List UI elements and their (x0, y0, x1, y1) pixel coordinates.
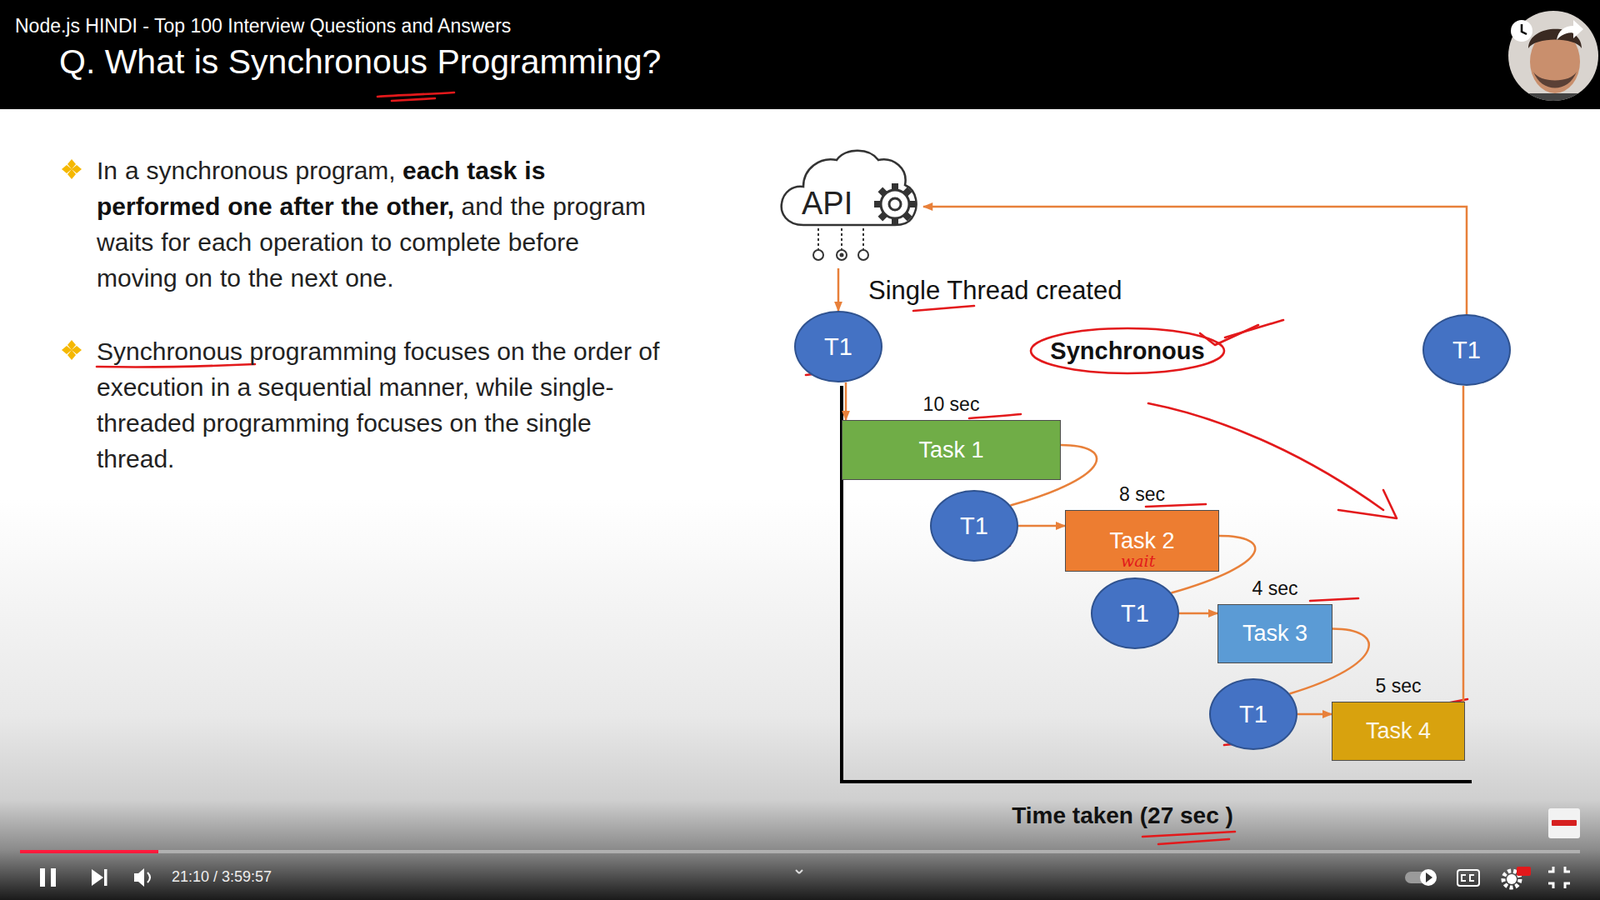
captions-icon (1457, 870, 1480, 886)
thread-label: T1 (1120, 600, 1150, 628)
thread-circle: T1 (930, 490, 1019, 562)
slide-title: Q. What is Synchronous Programming? (59, 41, 661, 83)
bullet-text: Synchronous programming focuses on the o… (96, 333, 664, 477)
api-pin (840, 228, 843, 250)
thread-label: T1 (1239, 700, 1268, 729)
gear-hub (889, 198, 901, 210)
api-pin (862, 228, 865, 250)
total-time: Time taken (27 sec ) (1011, 801, 1234, 830)
presenter-avatar (1508, 10, 1599, 110)
volume-icon (134, 868, 150, 887)
task-box: Task 28 sec (1065, 510, 1220, 572)
flow-connector (1018, 525, 1065, 528)
subscribe-watermark (1548, 808, 1580, 839)
pause-icon (40, 868, 56, 887)
duration-label: 10 sec (923, 394, 980, 415)
task-box: Task 110 sec (841, 420, 1061, 480)
bullet-symbol (61, 340, 82, 360)
progress-played (20, 850, 159, 854)
task-box: Task 45 sec (1331, 701, 1465, 761)
share-icon (1556, 20, 1584, 40)
autoplay-toggle (1405, 869, 1437, 886)
duration-label: 8 sec (1119, 484, 1165, 505)
thread-circle: T1 (1209, 678, 1298, 750)
thread-circle: T1 (1422, 314, 1511, 386)
flow-connector (1462, 385, 1465, 702)
gear-body (880, 190, 910, 219)
mode-label: Synchronous (1050, 336, 1205, 366)
duration-label: 5 sec (1375, 675, 1422, 696)
thread-label: T1 (960, 512, 989, 540)
settings-icon (1503, 866, 1531, 888)
next-icon (91, 869, 108, 886)
chevron-icon (795, 870, 803, 874)
video-title: Node.js HINDI - Top 100 Interview Questi… (15, 15, 511, 39)
thread-caption: Single Thread created (868, 275, 1122, 306)
api-pin-dot (840, 253, 845, 258)
api-pin-end (813, 250, 824, 260)
bullet-text-bold: each task is performed one after the oth… (96, 156, 545, 220)
api-pin-end (836, 250, 847, 260)
flow-connector (1179, 612, 1218, 615)
gear-icon (874, 183, 916, 225)
task-box: Task 34 sec (1217, 604, 1333, 664)
api-cloud: API (778, 148, 922, 265)
fullscreen-exit-icon (1548, 866, 1570, 889)
bullet-text: and the program waits for each operation… (96, 192, 646, 292)
video-time: 21:10 / 3:59:57 (171, 868, 272, 887)
bullet-paragraph: In a synchronous program,each task is pe… (96, 152, 664, 296)
cloud-outline (781, 150, 917, 225)
flow-connector (923, 206, 1467, 315)
task-label: Task 3 (1242, 620, 1308, 647)
flow-connector (845, 382, 848, 420)
duration-label: 4 sec (1252, 578, 1299, 599)
bullet-text: In a synchronous program, (96, 156, 396, 185)
flow-connector (1297, 713, 1332, 716)
thread-label: T1 (1452, 336, 1481, 365)
hand-annotation (96, 92, 1468, 845)
thread-circle: T1 (794, 310, 883, 383)
task-label: Task 1 (918, 437, 984, 464)
task-label: Task 2 (1109, 528, 1175, 555)
time-axis (841, 385, 1472, 782)
bullet-symbol (61, 159, 82, 180)
progress-track (20, 850, 1580, 854)
watch-later-icon (1510, 20, 1533, 42)
api-pin (817, 228, 820, 250)
task-label: Task 4 (1365, 718, 1431, 745)
api-label: API (801, 185, 853, 223)
api-pin-end (858, 250, 869, 260)
thread-circle: T1 (1090, 577, 1180, 650)
thread-label: T1 (824, 333, 853, 361)
flow-connector (837, 268, 840, 311)
